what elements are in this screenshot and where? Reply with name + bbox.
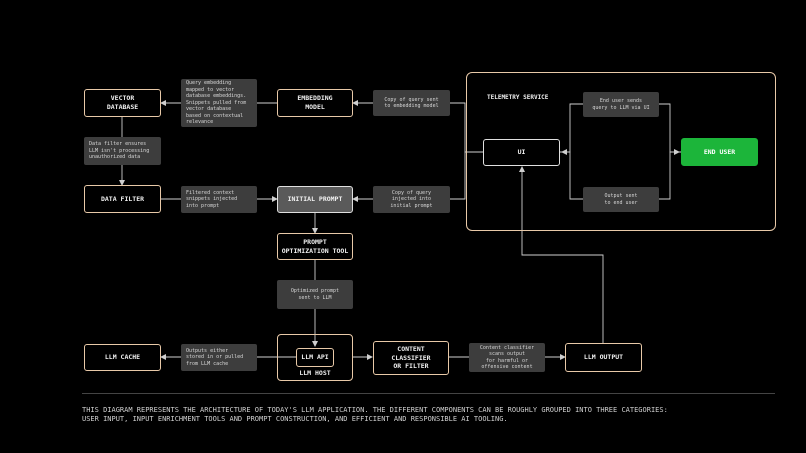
- output-sent-note: Output sent to end user: [583, 187, 659, 212]
- embedding-model-node: EMBEDDING MODEL: [277, 89, 353, 117]
- content-classifier-node: CONTENT CLASSIFIER OR FILTER: [373, 341, 449, 375]
- copy-to-embedding-note: Copy of query sent to embedding model: [373, 90, 450, 116]
- copy-to-prompt-note: Copy of query injected into initial prom…: [373, 186, 450, 213]
- wire-ui-to-prompt-copy: [450, 151, 483, 200]
- llm-output-node: LLM OUTPUT: [565, 343, 642, 372]
- prompt-optimization-tool-node: PROMPT OPTIMIZATION TOOL: [277, 233, 353, 260]
- telemetry-service-group: [466, 72, 776, 231]
- llm-api-node: LLM API: [296, 348, 334, 367]
- cache-outputs-note: Outputs either stored in or pulled from …: [181, 344, 257, 371]
- query-embedding-note: Query embedding mapped to vector databas…: [181, 79, 257, 127]
- optimized-prompt-note: Optimized prompt sent to LLM: [277, 280, 353, 309]
- end-user-sends-note: End user sends query to LLM via UI: [583, 92, 659, 117]
- data-filter-note: Data filter ensures LLM isn't processing…: [84, 137, 161, 165]
- llm-host-label: LLM HOST: [299, 369, 331, 377]
- llm-host-group: [277, 334, 353, 381]
- initial-prompt-node: INITIAL PROMPT: [277, 186, 353, 213]
- wire-llm-output-to-ui: [519, 166, 604, 343]
- classifier-scans-note: Content classifier scans output for harm…: [469, 343, 545, 372]
- llm-cache-node: LLM CACHE: [84, 344, 161, 371]
- filtered-context-note: Filtered context snippets injected into …: [181, 186, 257, 213]
- data-filter-node: DATA FILTER: [84, 185, 161, 213]
- ui-node: UI: [483, 139, 560, 166]
- end-user-node: END USER: [681, 138, 758, 166]
- telemetry-service-label: TELEMETRY SERVICE: [487, 94, 549, 101]
- caption-divider: [82, 393, 775, 394]
- diagram-caption: THIS DIAGRAM REPRESENTS THE ARCHITECTURE…: [82, 406, 668, 423]
- vector-database-node: VECTOR DATABASE: [84, 89, 161, 117]
